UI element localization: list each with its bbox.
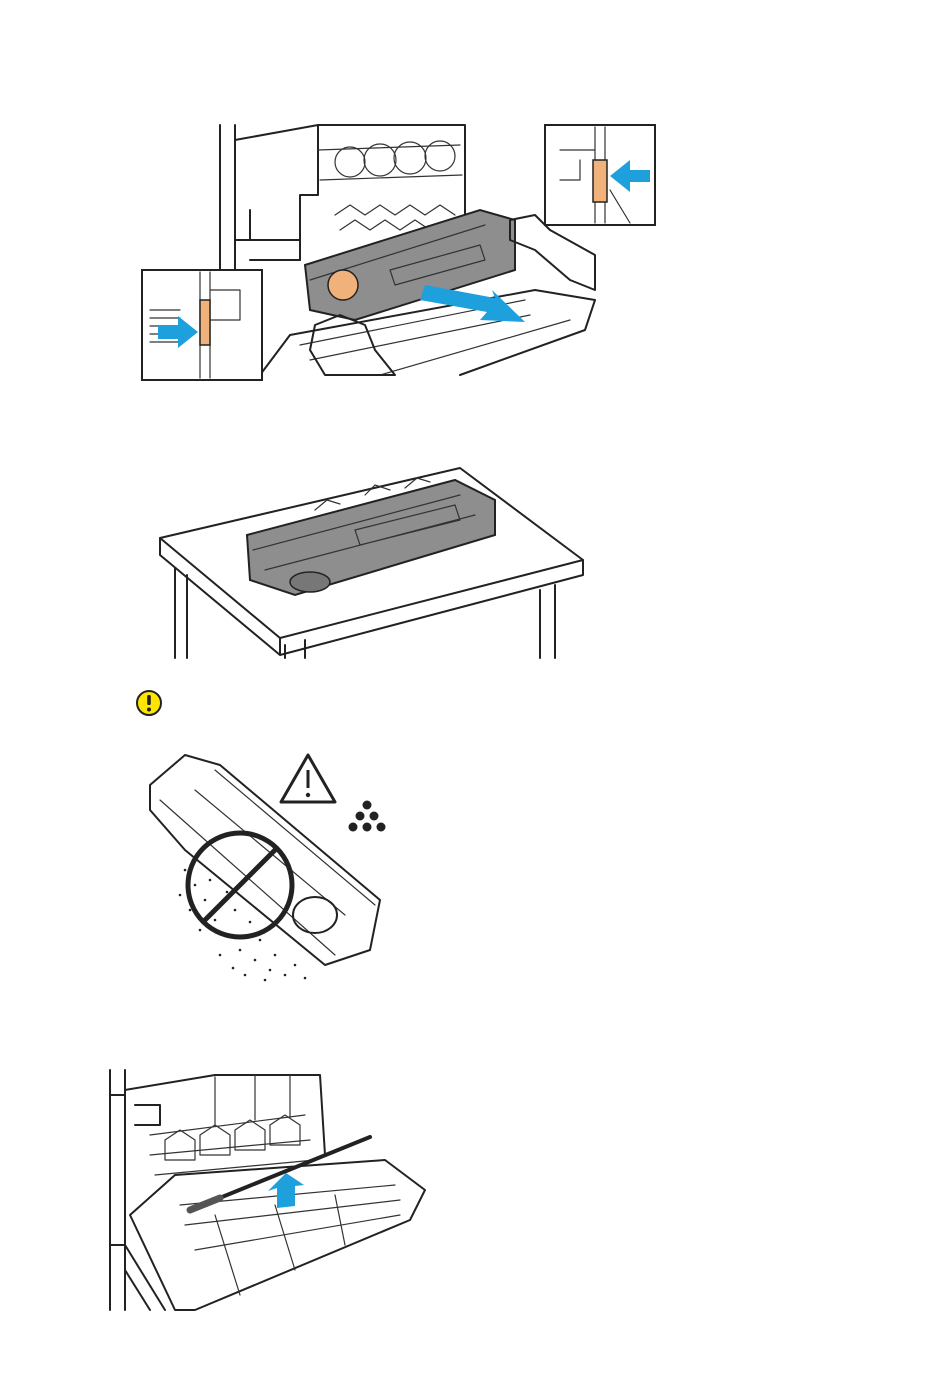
latch-orange: [328, 270, 358, 300]
figure-cartridge-on-table: [155, 460, 585, 660]
printer-illustration: [220, 125, 595, 375]
printer-open-illustration: [110, 1070, 425, 1310]
figure-clean-with-rod: [105, 1065, 430, 1315]
figure-remove-waste-cartridge: [140, 120, 660, 385]
waste-cartridge-on-table: [247, 478, 495, 595]
toner-dots-icon: [349, 801, 386, 832]
prohibition-icon: [188, 833, 292, 937]
caution-icon: [135, 689, 163, 717]
hand-right: [510, 215, 595, 290]
latch-inset-left: [142, 270, 262, 380]
latch-inset-right: [545, 125, 655, 225]
warning-triangle-icon: [281, 755, 335, 802]
figure-caution-do-not-tilt: [145, 750, 405, 985]
